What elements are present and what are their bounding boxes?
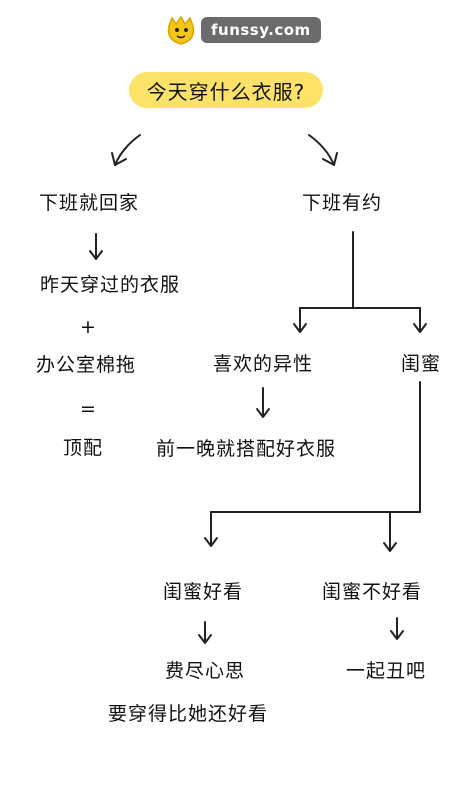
node-bestie-not-pretty: 闺蜜不好看 (322, 581, 423, 603)
node-spare-no-effort: 费尽心思 (165, 660, 246, 682)
node-ugly-together: 一起丑吧 (346, 660, 427, 682)
arrow-bestie-not-pretty-down (390, 617, 404, 640)
question-title: 今天穿什么衣服? (129, 72, 323, 108)
node-top-tier: 顶配 (63, 437, 104, 459)
node-yesterday-clothes: 昨天穿过的衣服 (40, 274, 181, 296)
logo-text: funssy.com (201, 17, 321, 43)
split-right-branch (293, 231, 427, 333)
arrow-left-down (89, 233, 103, 260)
arrow-title-to-left (111, 134, 141, 166)
logo: funssy.com (163, 12, 321, 48)
arrow-opposite-sex-down (256, 387, 270, 418)
node-dress-better: 要穿得比她还好看 (108, 703, 269, 725)
split-bestie (204, 381, 421, 552)
node-prepare-outfit: 前一晚就搭配好衣服 (156, 438, 337, 460)
node-bestie: 闺蜜 (401, 353, 442, 375)
node-go-home: 下班就回家 (39, 192, 140, 214)
mascot-icon (167, 15, 195, 45)
arrow-title-to-right (308, 134, 338, 166)
equals-sign: = (80, 398, 97, 420)
plus-sign: + (80, 316, 97, 338)
node-office-slippers: 办公室棉拖 (36, 354, 137, 376)
node-date-after-work: 下班有约 (302, 192, 383, 214)
arrow-bestie-pretty-down (198, 621, 212, 644)
node-bestie-pretty: 闺蜜好看 (163, 581, 244, 603)
node-opposite-sex: 喜欢的异性 (213, 353, 314, 375)
